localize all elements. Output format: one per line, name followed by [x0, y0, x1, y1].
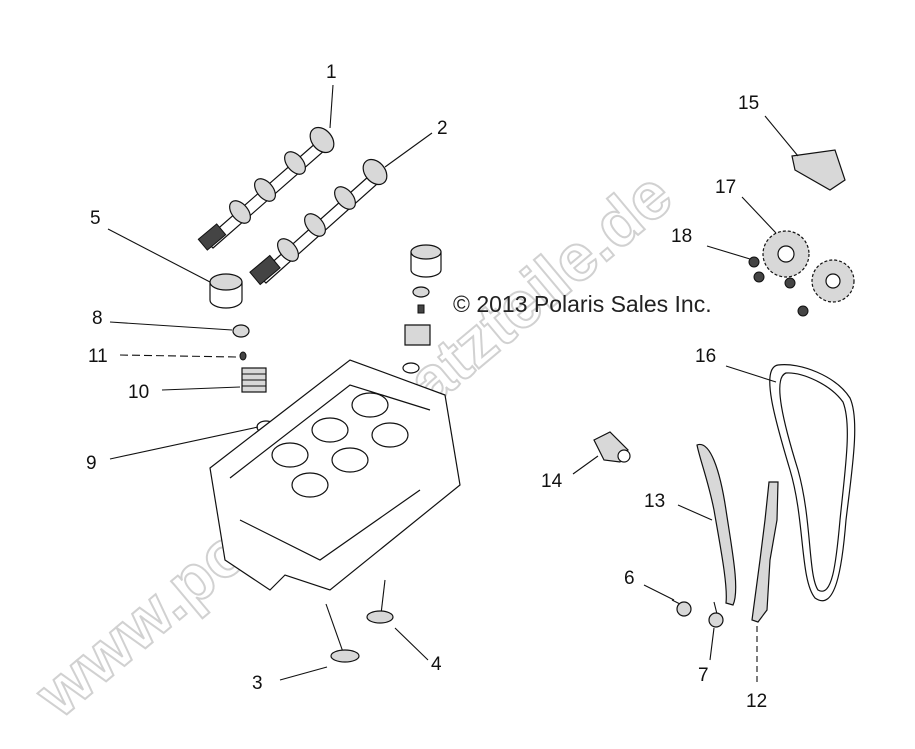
callout-13: 13: [644, 491, 665, 512]
callout-4: 4: [431, 654, 442, 675]
leader-lines: [107, 84, 799, 682]
callout-3: 3: [252, 673, 263, 694]
callout-9: 9: [86, 453, 97, 474]
cylinder-head: [209, 359, 461, 591]
bolt-6: [671, 599, 692, 617]
callout-5: 5: [90, 208, 101, 229]
callout-8: 8: [92, 308, 103, 329]
camshaft-1: [197, 126, 335, 251]
callout-16: 16: [695, 346, 716, 367]
valve-4: [366, 579, 394, 624]
keeper-11: [239, 351, 247, 361]
chain-guide-12: [751, 481, 779, 623]
tensioner-14: [593, 431, 631, 463]
callout-12: 12: [746, 691, 767, 712]
callout-11: 11: [88, 346, 108, 367]
spring-10: [241, 367, 267, 393]
camshaft-2: [249, 158, 388, 286]
callout-18: 18: [671, 226, 692, 247]
valve-3: [325, 603, 360, 663]
callout-2: 2: [437, 118, 448, 139]
nuts-18: [748, 256, 809, 317]
callout-17: 17: [715, 177, 736, 198]
callout-14: 14: [541, 471, 563, 492]
tensioner-blade-13: [696, 443, 737, 606]
bracket-15: [791, 149, 846, 191]
callout-6: 6: [624, 568, 635, 589]
tappet-5: [209, 273, 243, 309]
copyright-text: © 2013 Polaris Sales Inc.: [453, 291, 712, 317]
callout-15: 15: [738, 93, 759, 114]
spring-seat-8: [232, 324, 250, 338]
callout-1: 1: [326, 62, 337, 83]
bolt-7: [708, 601, 724, 628]
sprocket-17: [762, 230, 855, 303]
tappet-stack: [402, 244, 442, 374]
callout-7: 7: [698, 665, 709, 686]
callout-10: 10: [128, 382, 149, 403]
